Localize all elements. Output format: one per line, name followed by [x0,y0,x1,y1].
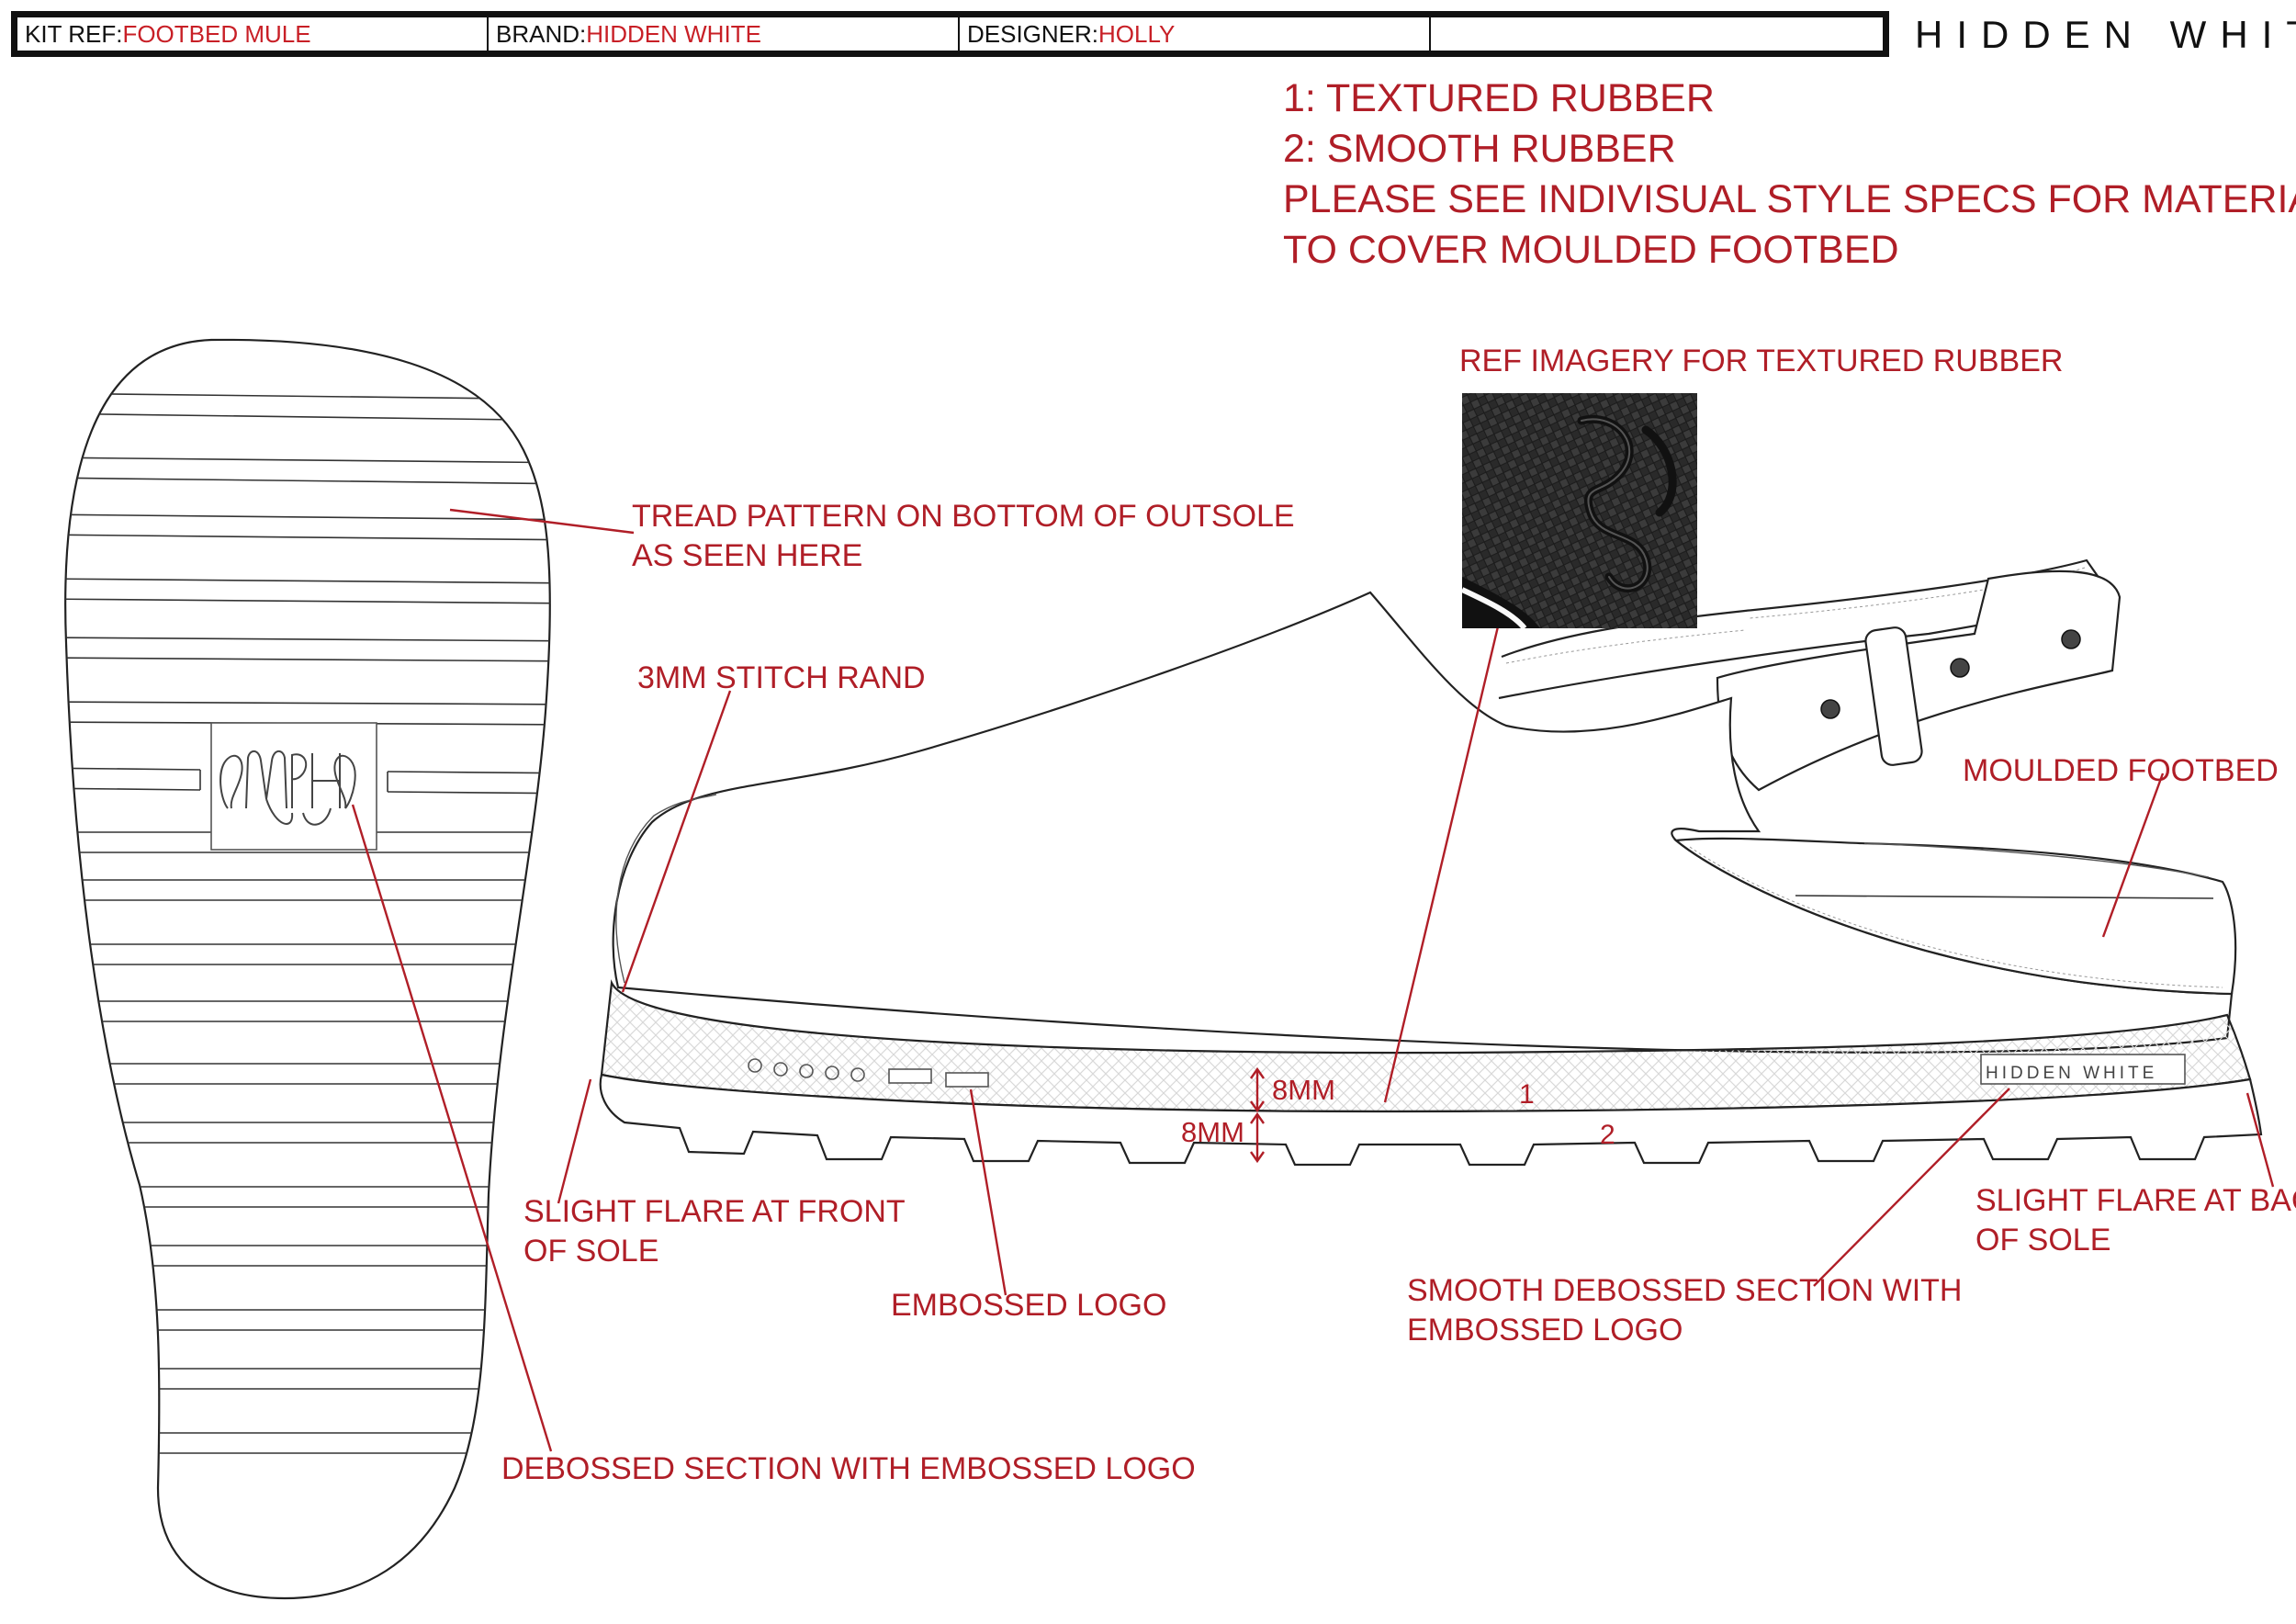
kit-ref-label: KIT REF: [25,19,123,48]
callout-debossed-section: DEBOSSED SECTION WITH EMBOSSED LOGO [501,1451,1196,1486]
note-line: TO COVER MOULDED FOOTBED [1283,228,1899,272]
rivet-icon [2061,629,2081,649]
callout-ref-imagery: REF IMAGERY FOR TEXTURED RUBBER [1459,344,2064,378]
leader-lines [351,475,2275,1452]
debossed-logo-panel [210,722,377,851]
dimension-label-upper: 8MM [1272,1074,1335,1106]
callout-embossed-logo: EMBOSSED LOGO [891,1288,1167,1323]
brand-logo: HIDDEN WHITE [1915,13,2296,56]
monogram-logo-icon [219,750,356,826]
callout-line: TREAD PATTERN ON BOTTOM OF OUTSOLE [632,499,1295,534]
debossed-logo-plate [1980,1054,2186,1085]
callout-flare-front: SLIGHT FLARE AT FRONT OF SOLE [523,1192,906,1271]
header-table: KIT REF: FOOTBED MULE BRAND: HIDDEN WHIT… [11,11,1889,57]
callout-moulded-footbed: MOULDED FOOTBED [1963,753,2279,788]
moulded-footbed [1673,837,2237,996]
brand-value: HIDDEN WHITE [586,19,761,48]
textured-rubber-reference-image [1462,393,1697,628]
callout-line: SMOOTH DEBOSSED SECTION WITH [1407,1273,1963,1308]
material-notes: 1: TEXTURED RUBBER 2: SMOOTH RUBBER PLEA… [1283,73,2296,276]
kit-ref-cell: KIT REF: FOOTBED MULE [17,17,489,51]
callout-line: SLIGHT FLARE AT BACK [1975,1183,2296,1218]
callout-line: OF SOLE [1975,1223,2111,1257]
layer-number-smooth: 2 [1600,1120,1615,1150]
strap-buckle [1864,626,1923,766]
callout-line: OF SOLE [523,1234,659,1269]
sole-details [748,1054,2186,1088]
designer-cell: DESIGNER: HOLLY [960,17,1431,51]
callout-line: AS SEEN HERE [632,538,863,573]
note-line: 2: SMOOTH RUBBER [1283,127,1676,171]
callout-flare-back: SLIGHT FLARE AT BACK OF SOLE [1975,1181,2296,1260]
layer-number-textured: 1 [1519,1079,1535,1110]
callout-tread-pattern: TREAD PATTERN ON BOTTOM OF OUTSOLE AS SE… [632,497,1295,576]
rivet-icon [1950,658,1970,678]
callout-line: EMBOSSED LOGO [1407,1313,1683,1348]
note-line: PLEASE SEE INDIVISUAL STYLE SPECS FOR MA… [1283,177,2296,221]
designer-label: DESIGNER: [967,19,1099,48]
brand-cell: BRAND: HIDDEN WHITE [489,17,960,51]
brand-label: BRAND: [496,19,587,48]
callout-stitch-rand: 3MM STITCH RAND [637,660,926,695]
shoe-side-view [599,558,2263,1167]
embossed-logo-mark [945,1072,989,1088]
note-line: 1: TEXTURED RUBBER [1283,76,1715,120]
kit-ref-value: FOOTBED MULE [122,19,311,48]
dimension-label-lower: 8MM [1181,1116,1244,1148]
outsole-bottom-view [64,338,551,1600]
sole-logo-text: HIDDEN WHITE [1986,1064,2157,1083]
rivet-icon [1820,699,1840,719]
callout-line: SLIGHT FLARE AT FRONT [523,1194,906,1229]
callout-smooth-debossed: SMOOTH DEBOSSED SECTION WITH EMBOSSED LO… [1407,1271,1962,1350]
designer-value: HOLLY [1098,19,1176,48]
